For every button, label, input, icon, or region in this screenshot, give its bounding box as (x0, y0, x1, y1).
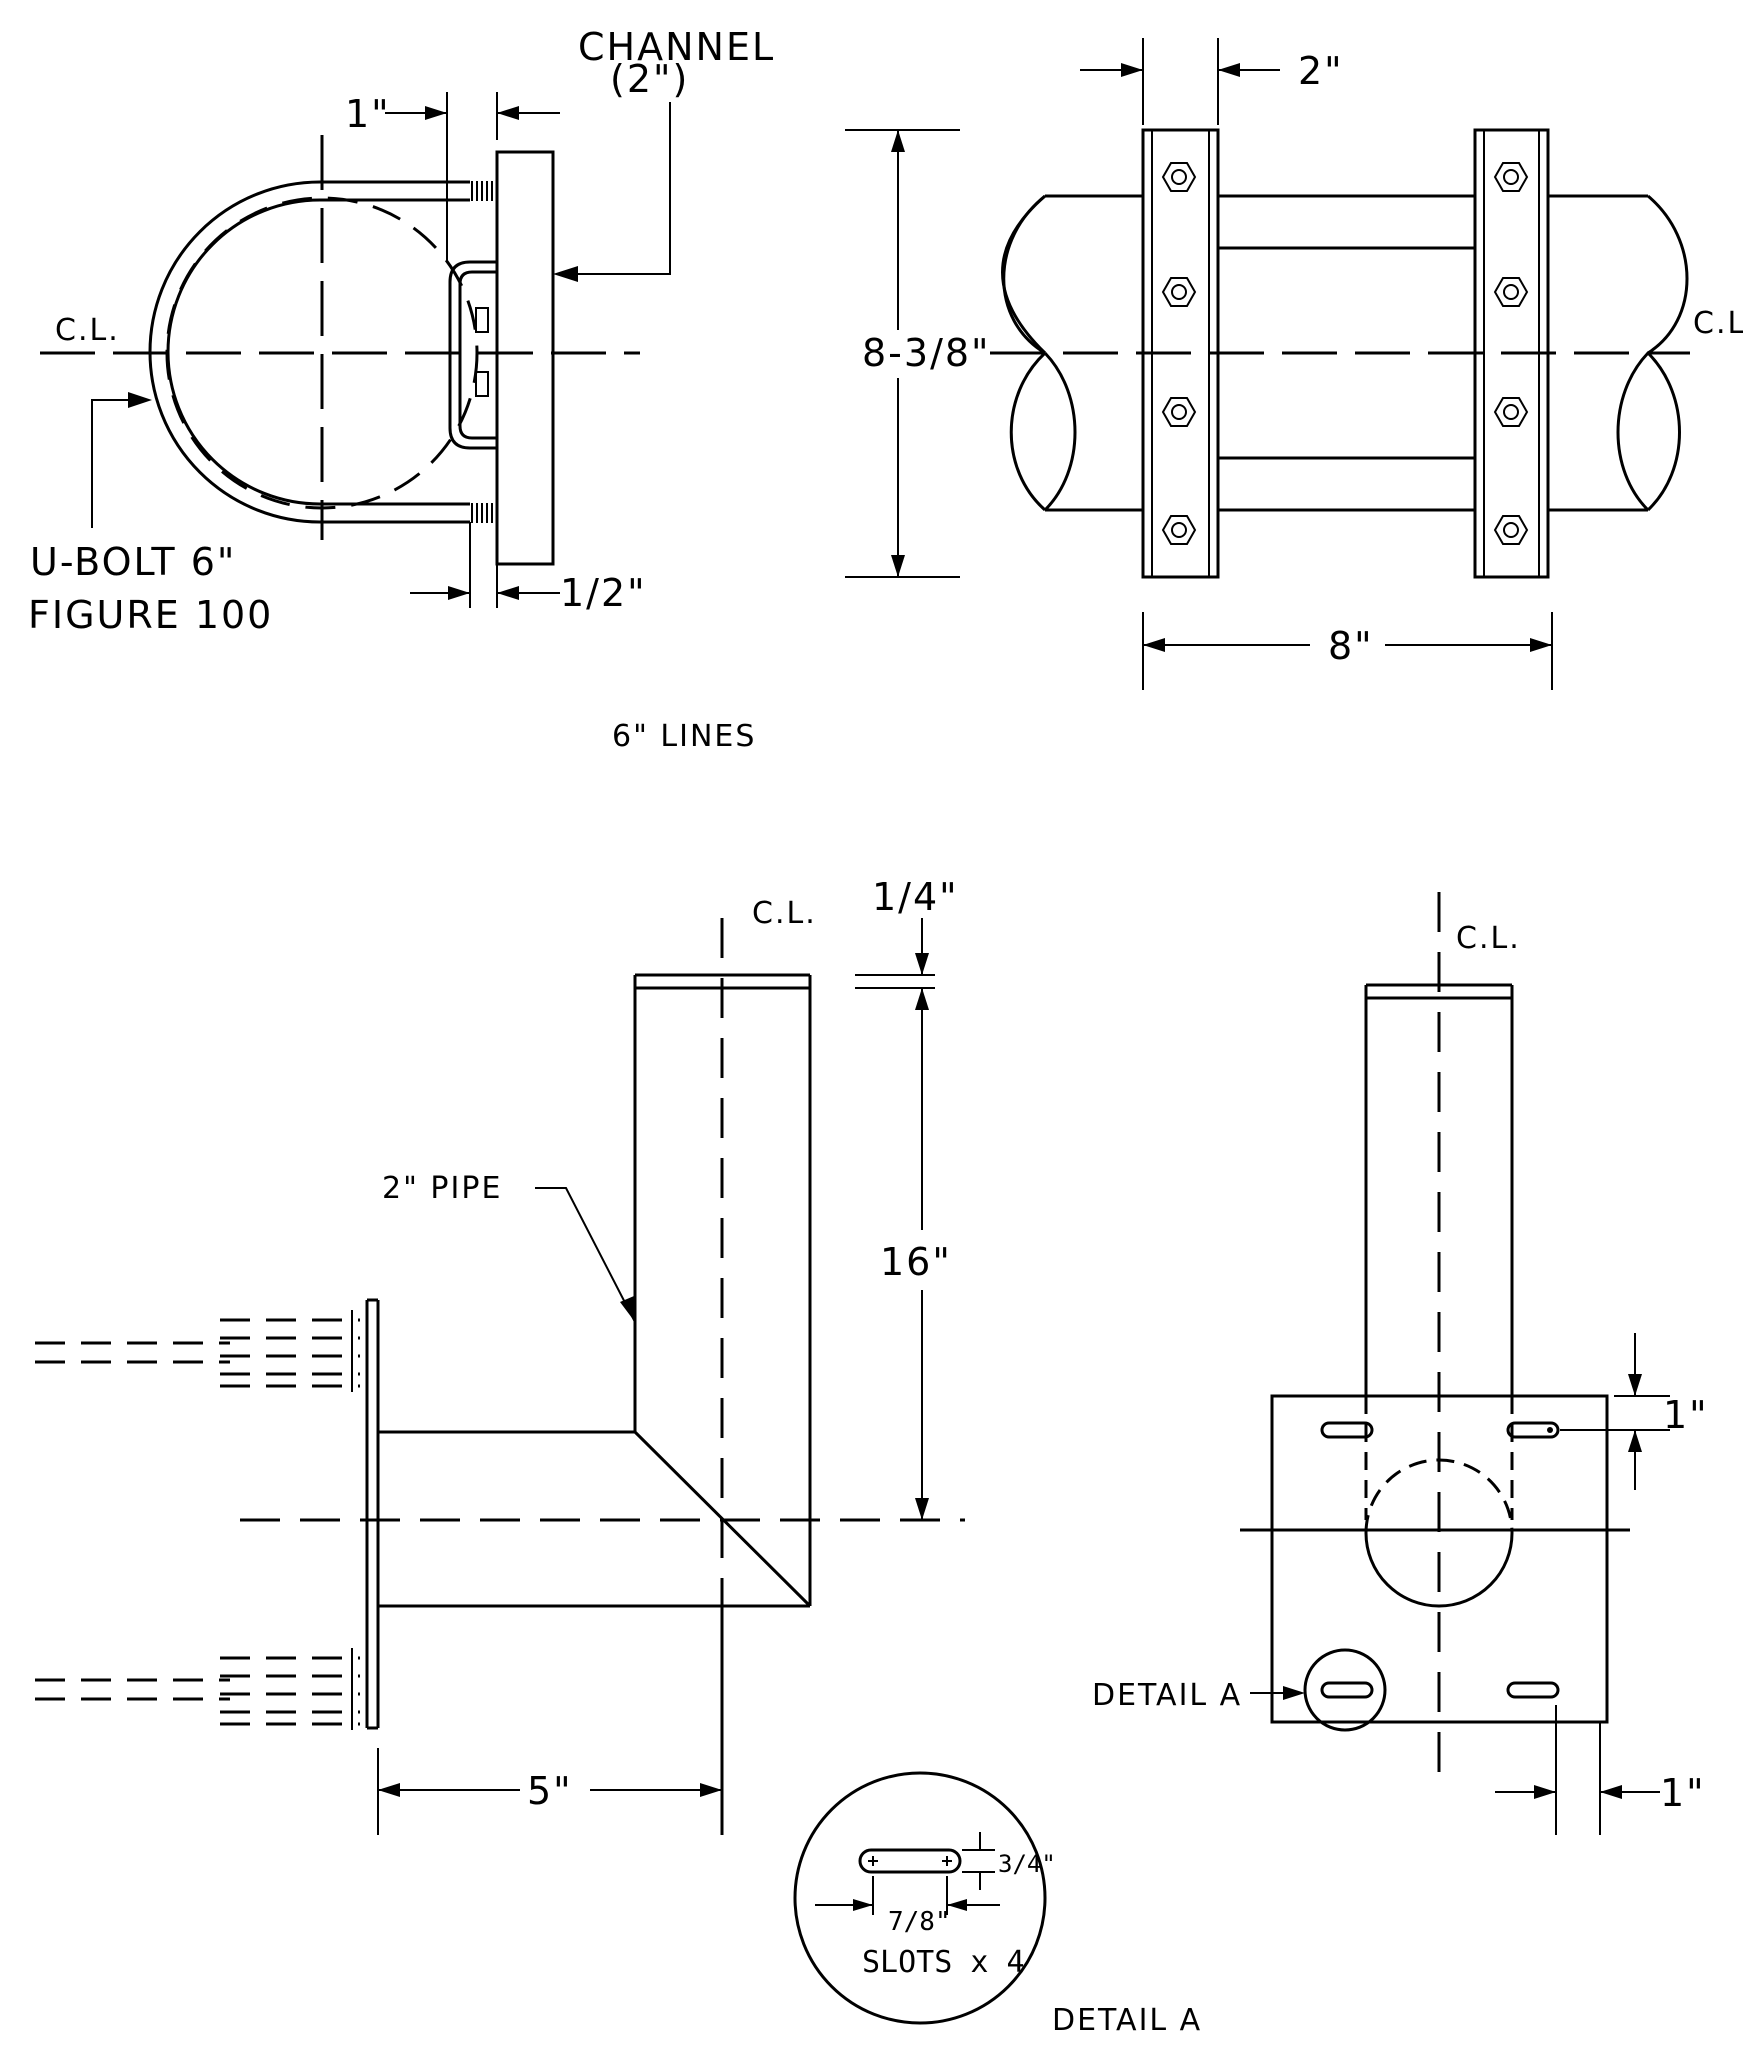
clip-bolt-lower (475, 371, 489, 397)
clip-bracket-inner (458, 270, 497, 440)
arrow-2in-right (1218, 63, 1240, 77)
hidden-bolts-upper (35, 1310, 360, 1392)
dim-height-label: 8-3/8" (862, 331, 991, 375)
ubolt-label: U-BOLT 6" (30, 540, 236, 584)
pipe-end-right-bottom (1646, 351, 1681, 512)
detail-a-circle (793, 1771, 1047, 2025)
detail-ref-arrow (1283, 1686, 1305, 1700)
arrow-quarter (915, 953, 929, 975)
arrow-seven-eighth-left (853, 1899, 873, 1911)
ubolt-threads-top (471, 181, 493, 201)
arrow-8in-right (1530, 638, 1552, 652)
ubolt-leader (91, 399, 140, 528)
cl-label-top-right: C.L (1693, 306, 1743, 341)
channel-plan-view: C.L 2" 8-3/8" 8" (845, 38, 1743, 690)
pipe-end-right-bottom-inner (1616, 351, 1650, 512)
pipe-circle-visible (1364, 1532, 1514, 1608)
slots-label: SLOTS x 4 (862, 1945, 1025, 1980)
arrow-8in-left (1143, 638, 1165, 652)
dim-1in-top-label: 1" (1663, 1393, 1709, 1437)
pipe-end-left-bottom (1009, 351, 1047, 512)
slot-bottom-right (1506, 1681, 1560, 1699)
detail-a: 3/4" 7/8" SLOTS x 4 DETAIL A (793, 1771, 1202, 2038)
ubolt-side-view: 1" 1/2" CHANNEL (2") C.L. U-BOLT 6" FIGU… (28, 25, 775, 637)
arrow-half-right (497, 586, 519, 600)
dim-8in-label: 8" (1328, 624, 1374, 668)
channel-leader (575, 102, 671, 275)
plate-front-view: C.L. 1" DETAIL A 1" (1092, 892, 1709, 1835)
ubolt-threads-bottom (471, 503, 493, 523)
pipe-elevation-view: C.L. 1/4" 16" 2" PIPE 5" (35, 875, 965, 1835)
dim-three-quarter-label: 3/4" (998, 1850, 1056, 1878)
channel-label: CHANNEL (578, 25, 775, 69)
dim-quarter-label: 1/4" (872, 875, 959, 919)
dim-16in-label: 16" (880, 1240, 952, 1284)
channel-leader-arrow (553, 266, 578, 282)
pipe-end-left-bottom-inner (1043, 351, 1077, 512)
arrow-1in-bottom-left (1534, 1785, 1556, 1799)
arrow-half-left (448, 586, 470, 600)
slot-top-left (1320, 1421, 1374, 1439)
detail-a-callout-circle (1303, 1648, 1387, 1732)
detail-slot (858, 1848, 962, 1874)
hex-nuts (1161, 162, 1529, 545)
dim-half-label: 1/2" (560, 571, 647, 615)
hidden-bolts-lower (35, 1648, 360, 1730)
arrow-1in-top-lower (1628, 1430, 1642, 1452)
ubolt-leader-arrow (128, 392, 152, 408)
detail-a-title: DETAIL A (1052, 2003, 1202, 2038)
pipe-leader-arrow (620, 1296, 635, 1322)
pipe-end-left-top (1002, 194, 1046, 355)
dim-seven-eighth-label: 7/8" (888, 1907, 951, 1937)
arrow-5in-left (378, 1783, 400, 1797)
arrow-16in-bottom (915, 1498, 929, 1520)
arrow-seven-eighth-right (947, 1899, 967, 1911)
detail-ref-label: DETAIL A (1092, 1678, 1242, 1713)
dim-5in-label: 5" (527, 1769, 573, 1813)
channel-size-label: (2") (610, 57, 689, 101)
cl-label-bottom-right: C.L. (1456, 921, 1521, 956)
pipe-label: 2" PIPE (382, 1171, 502, 1206)
cl-label-bottom-left: C.L. (752, 896, 817, 931)
pipe-end-right-top (1647, 194, 1689, 355)
slot-top-right (1506, 1421, 1560, 1439)
arrow-1in-right (497, 106, 519, 120)
dim-2in-label: 2" (1298, 49, 1344, 93)
slot-bottom-left (1320, 1681, 1374, 1699)
arrow-1in-bottom-right (1600, 1785, 1622, 1799)
channel-plate (495, 150, 555, 566)
clip-bolt-upper (475, 307, 489, 333)
dim-1in-bottom-label: 1" (1660, 1771, 1706, 1815)
figure-label: FIGURE 100 (28, 593, 273, 637)
arrow-1in-top-upper (1628, 1374, 1642, 1396)
arrow-5in-right (700, 1783, 722, 1797)
clip-bracket (448, 260, 497, 450)
dim-1in-label: 1" (345, 92, 391, 136)
cl-label-top-left: C.L. (55, 313, 120, 348)
arrow-height-bottom (891, 555, 905, 577)
arrow-16in-top (915, 988, 929, 1010)
section-title: 6" LINES (612, 719, 756, 754)
arrow-2in-left (1121, 63, 1143, 77)
pipe-leader (535, 1187, 636, 1323)
arrow-1in-left (425, 106, 447, 120)
arrow-height-top (891, 130, 905, 152)
